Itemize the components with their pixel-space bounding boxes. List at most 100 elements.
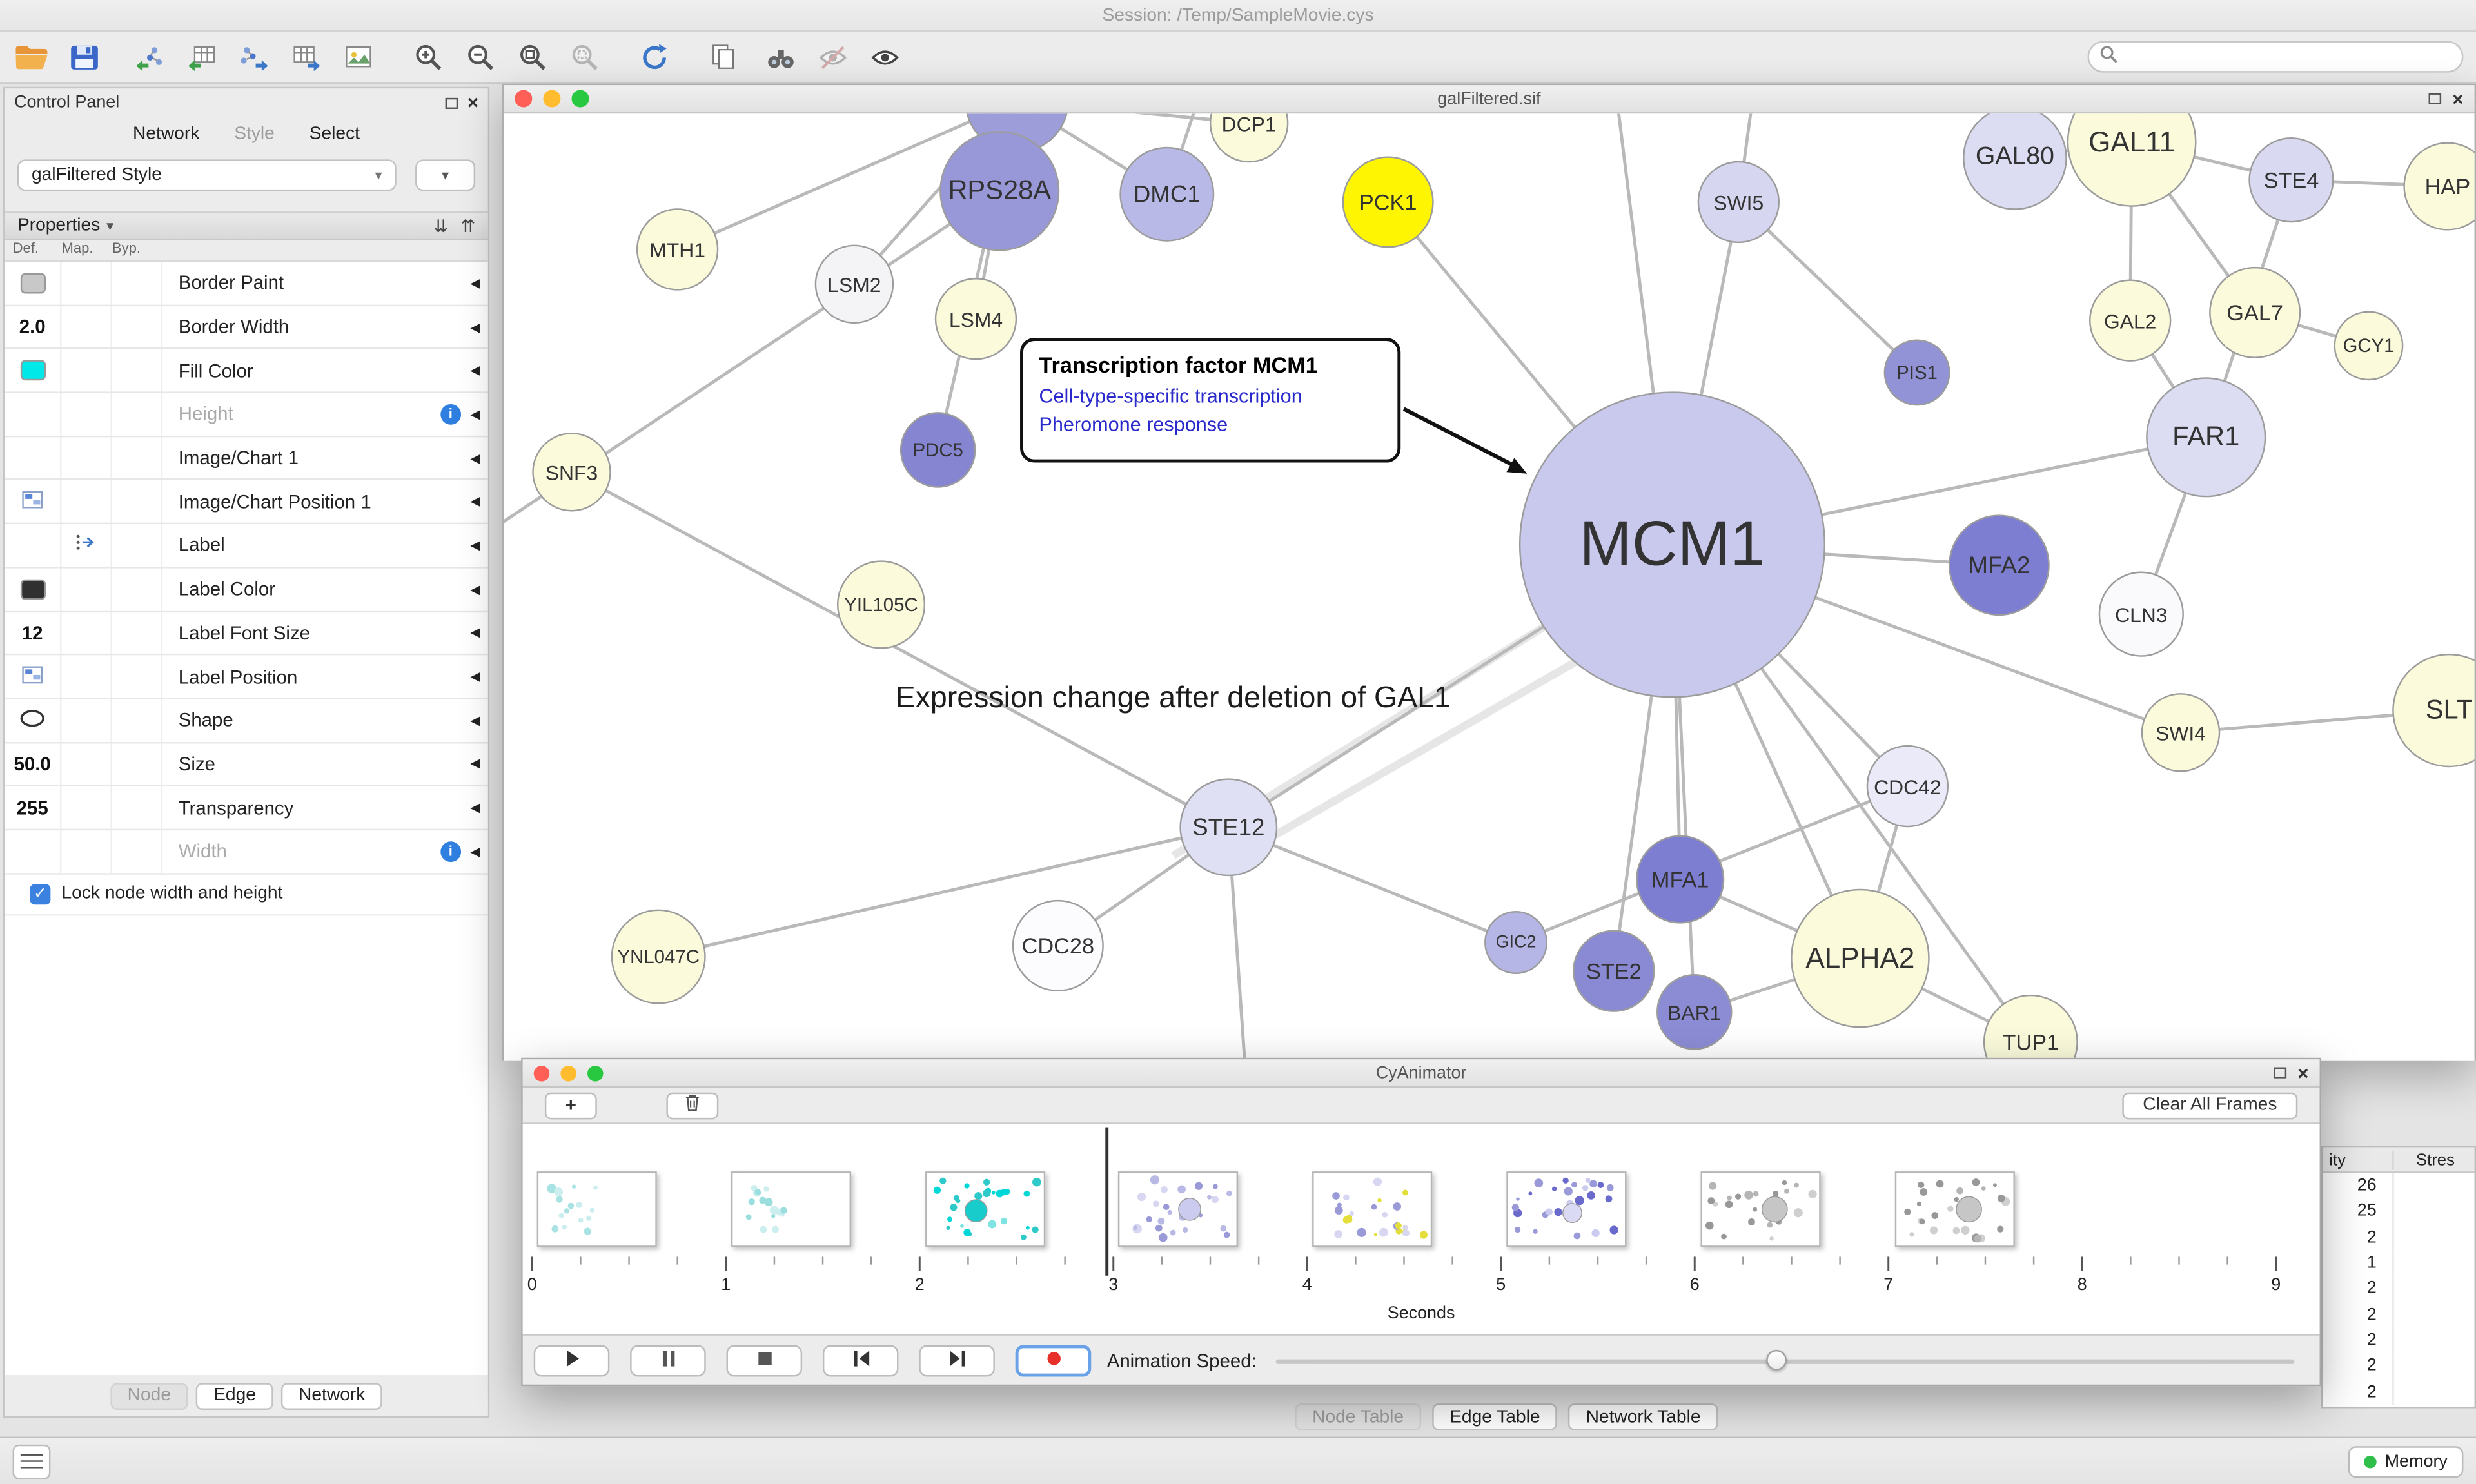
stop-button[interactable] xyxy=(726,1344,803,1376)
property-row[interactable]: Label Position◀ xyxy=(5,655,488,699)
close-window-icon[interactable] xyxy=(515,90,533,108)
bypass-cell[interactable] xyxy=(112,568,163,610)
export-network-icon[interactable] xyxy=(232,36,277,77)
mapping-cell[interactable] xyxy=(62,524,112,567)
expand-row-icon[interactable]: ◀ xyxy=(470,276,480,291)
table-row[interactable]: 26 xyxy=(2323,1173,2474,1199)
mapping-cell[interactable] xyxy=(62,786,112,829)
expand-all-icon[interactable]: ⇈ xyxy=(460,217,476,237)
default-value-cell[interactable] xyxy=(5,262,62,304)
default-value-cell[interactable]: 50.0 xyxy=(5,743,62,785)
panel-tab-edge[interactable]: Edge xyxy=(196,1382,273,1409)
default-value-cell[interactable]: 2.0 xyxy=(5,306,62,348)
table-row[interactable]: 2 xyxy=(2323,1224,2474,1251)
properties-bar[interactable]: Properties ▾ ⇊ ⇈ xyxy=(5,211,488,240)
copy-view-icon[interactable] xyxy=(701,36,745,77)
lock-size-row[interactable]: ✓ Lock node width and height xyxy=(5,874,488,915)
import-table-icon[interactable] xyxy=(180,36,224,77)
timeline-playhead[interactable] xyxy=(1105,1127,1108,1276)
frame-thumbnail-2[interactable] xyxy=(925,1171,1045,1247)
node-DMC1[interactable]: DMC1 xyxy=(1119,146,1215,242)
close-view-icon[interactable]: × xyxy=(2452,87,2464,110)
node-GCY1[interactable]: GCY1 xyxy=(2334,311,2404,381)
zoom-out-icon[interactable] xyxy=(458,36,502,77)
refresh-view-icon[interactable] xyxy=(632,36,676,77)
panel-tab-node[interactable]: Node xyxy=(110,1382,188,1409)
node-STE4[interactable]: STE4 xyxy=(2248,137,2334,223)
lock-size-checkbox[interactable]: ✓ xyxy=(30,883,51,904)
previous-frame-button[interactable] xyxy=(822,1344,899,1376)
property-row[interactable]: Label◀ xyxy=(5,524,488,569)
animation-speed-slider[interactable] xyxy=(1275,1344,2295,1376)
zoom-window-icon[interactable] xyxy=(587,1064,604,1081)
table-row[interactable]: 2 xyxy=(2323,1327,2474,1353)
bypass-cell[interactable] xyxy=(112,480,163,523)
frame-thumbnail-0[interactable] xyxy=(536,1171,657,1247)
open-session-icon[interactable] xyxy=(10,36,54,77)
pause-button[interactable] xyxy=(630,1344,706,1376)
property-row[interactable]: Fill Color◀ xyxy=(5,349,488,393)
default-value-cell[interactable] xyxy=(5,436,62,480)
search-input[interactable] xyxy=(2119,47,2453,66)
bypass-cell[interactable] xyxy=(112,436,163,480)
node-YIL105C[interactable]: YIL105C xyxy=(836,560,926,649)
tab-style[interactable]: Style xyxy=(220,122,289,147)
mapping-cell[interactable] xyxy=(62,262,112,304)
cyanimator-titlebar[interactable]: CyAnimator × xyxy=(522,1059,2320,1088)
mapping-cell[interactable] xyxy=(62,699,112,741)
node-CLN3[interactable]: CLN3 xyxy=(2098,571,2184,657)
node-STE2[interactable]: STE2 xyxy=(1573,930,1655,1012)
annotation-box[interactable]: Transcription factor MCM1 Cell-type-spec… xyxy=(1020,338,1401,463)
node-SWI4[interactable]: SWI4 xyxy=(2141,693,2221,772)
mapping-cell[interactable] xyxy=(62,743,112,785)
table-row[interactable]: 1 xyxy=(2323,1250,2474,1276)
default-value-cell[interactable] xyxy=(5,349,62,392)
node-TUP1[interactable]: TUP1 xyxy=(1983,994,2078,1061)
expand-row-icon[interactable]: ◀ xyxy=(470,581,480,596)
default-value-cell[interactable] xyxy=(5,524,62,567)
mapping-cell[interactable] xyxy=(62,480,112,523)
table-row[interactable]: 2 xyxy=(2323,1352,2474,1379)
default-value-cell[interactable] xyxy=(5,568,62,610)
close-window-icon[interactable] xyxy=(533,1064,550,1081)
add-frame-button[interactable]: + xyxy=(544,1091,597,1119)
default-value-cell[interactable]: 255 xyxy=(5,786,62,829)
float-view-icon[interactable] xyxy=(2428,93,2442,104)
bypass-cell[interactable] xyxy=(112,611,163,654)
node-PCK1[interactable]: PCK1 xyxy=(1342,156,1434,248)
expand-row-icon[interactable]: ◀ xyxy=(470,363,480,378)
frame-thumbnail-1[interactable] xyxy=(731,1171,851,1247)
collapse-all-icon[interactable]: ⇊ xyxy=(433,217,448,237)
save-session-icon[interactable] xyxy=(62,36,106,77)
slider-handle[interactable] xyxy=(1766,1349,1787,1370)
close-panel-icon[interactable]: × xyxy=(467,92,479,114)
expand-row-icon[interactable]: ◀ xyxy=(470,451,480,465)
node-BAR1[interactable]: BAR1 xyxy=(1656,974,1733,1050)
search-network-icon[interactable] xyxy=(758,36,803,77)
table-row[interactable]: 25 xyxy=(2323,1198,2474,1225)
network-canvas[interactable]: Transcription factor MCM1 Cell-type-spec… xyxy=(504,113,2475,1061)
node-ALPHA2[interactable]: ALPHA2 xyxy=(1791,888,1930,1028)
mapping-cell[interactable] xyxy=(62,349,112,392)
node-LSM2[interactable]: LSM2 xyxy=(814,244,894,324)
bypass-cell[interactable] xyxy=(112,262,163,304)
property-row[interactable]: Image/Chart Position 1◀ xyxy=(5,480,488,525)
node-YNL047C[interactable]: YNL047C xyxy=(611,909,706,1004)
frame-thumbnail-3[interactable] xyxy=(1118,1171,1239,1247)
search-box[interactable] xyxy=(2087,41,2464,73)
expand-row-icon[interactable]: ◀ xyxy=(470,494,480,509)
panel-tab-network[interactable]: Network xyxy=(281,1382,383,1409)
import-network-icon[interactable] xyxy=(128,36,172,77)
info-icon[interactable]: i xyxy=(440,841,461,862)
bypass-cell[interactable] xyxy=(112,655,163,698)
node-MCM1[interactable]: MCM1 xyxy=(1518,391,1826,698)
show-details-icon[interactable] xyxy=(862,36,907,77)
node-SNF3[interactable]: SNF3 xyxy=(532,433,611,512)
node-FAR1[interactable]: FAR1 xyxy=(2146,377,2266,498)
node-STE12[interactable]: STE12 xyxy=(1179,778,1278,877)
